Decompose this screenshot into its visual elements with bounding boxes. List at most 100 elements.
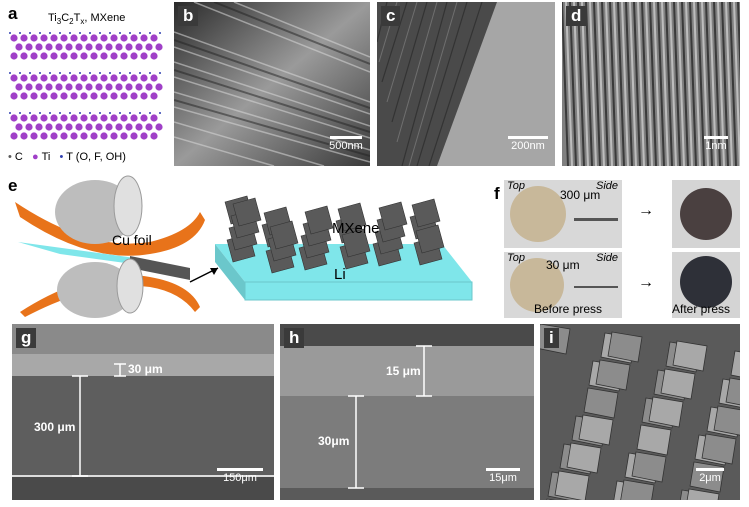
ti-atom xyxy=(10,92,18,100)
legend-t-label: T (O, F, OH) xyxy=(66,151,126,163)
ti-atom xyxy=(45,83,53,91)
ti-atom xyxy=(130,34,138,42)
panel-h: h 15 μm 30μm 15μm xyxy=(280,324,534,500)
lattice-fringe xyxy=(589,2,597,166)
after-press-label: After press xyxy=(672,302,731,316)
lattice-fringe xyxy=(685,2,693,166)
ti-atom xyxy=(50,52,58,60)
surface-flake xyxy=(730,350,740,378)
mxene-flake xyxy=(269,220,299,250)
termination-atom xyxy=(9,112,11,114)
ti-atom xyxy=(115,83,123,91)
termination-atom xyxy=(89,32,91,34)
termination-atom xyxy=(159,32,161,34)
termination-atom xyxy=(39,32,41,34)
panel-i: i 2μm xyxy=(540,324,740,500)
lattice-fringe xyxy=(562,2,569,166)
ti-atom xyxy=(105,83,113,91)
scale-bar-h: 15μm xyxy=(480,468,526,484)
ti-atom xyxy=(25,43,33,51)
lattice-fringe xyxy=(625,2,633,166)
lattice-fringe xyxy=(669,2,677,166)
mxene-flake xyxy=(337,202,367,232)
lattice-fringe xyxy=(693,2,701,166)
termination-atom xyxy=(49,112,51,114)
ti-atom xyxy=(20,92,28,100)
ti-atom xyxy=(90,34,98,42)
ti-atom xyxy=(60,74,68,82)
surface-flake xyxy=(648,396,684,428)
lattice-fringe xyxy=(653,2,661,166)
ti-atom xyxy=(140,132,148,140)
photo-after-thin: After press xyxy=(672,252,740,318)
ti-atom xyxy=(155,43,163,51)
lattice-fringe xyxy=(641,2,649,166)
dimension-arrows-g xyxy=(72,363,126,477)
ti-atom xyxy=(30,92,38,100)
termination-atom xyxy=(149,32,151,34)
mxene-flake xyxy=(304,205,334,235)
ti-atom xyxy=(70,132,78,140)
sem-cross-section-h xyxy=(280,324,534,500)
panel-d: d 1nm xyxy=(562,2,740,166)
termination-atom xyxy=(139,112,141,114)
ti-atom xyxy=(95,83,103,91)
termination-atom xyxy=(9,72,11,74)
ti-atom xyxy=(50,114,58,122)
surface-flake xyxy=(660,368,696,400)
photo-after-thick xyxy=(672,180,740,248)
ti-atom xyxy=(125,123,133,131)
lattice-fringe xyxy=(677,2,685,166)
ti-atom xyxy=(60,132,68,140)
ti-atom xyxy=(120,92,128,100)
ti-atom xyxy=(140,92,148,100)
termination-atom xyxy=(109,112,111,114)
ti-atom xyxy=(65,43,73,51)
ti-atom xyxy=(30,52,38,60)
li-disc-top-2 xyxy=(510,258,564,312)
termination-atom xyxy=(89,112,91,114)
ti-atom xyxy=(30,114,38,122)
termination-atom xyxy=(29,72,31,74)
ti-atom xyxy=(150,74,158,82)
ti-atom xyxy=(100,34,108,42)
side-label-2: Side xyxy=(596,252,619,264)
termination-atom xyxy=(19,32,21,34)
ti-atom xyxy=(35,123,43,131)
panel-g-label: g xyxy=(16,328,37,348)
ti-atom xyxy=(90,92,98,100)
ti-atom xyxy=(30,74,38,82)
legend-c-label: C xyxy=(14,151,23,163)
thickness-label-2: 30 μm xyxy=(546,258,580,272)
ti-atom xyxy=(100,52,108,60)
termination-atom xyxy=(39,112,41,114)
ti-atom xyxy=(20,132,28,140)
ti-atom xyxy=(150,114,158,122)
ti-atom xyxy=(140,52,148,60)
ti-atom xyxy=(45,43,53,51)
lattice-fringe xyxy=(733,2,740,166)
surface-flake xyxy=(583,387,619,419)
ti-atom xyxy=(130,114,138,122)
ti-atom xyxy=(130,132,138,140)
lattice-fringe xyxy=(725,2,733,166)
ti-atom xyxy=(100,92,108,100)
ti-atom xyxy=(155,83,163,91)
ti-atom xyxy=(125,83,133,91)
ti-atom xyxy=(35,83,43,91)
ti-atom xyxy=(155,123,163,131)
ti-atom xyxy=(125,43,133,51)
ti-atom xyxy=(40,74,48,82)
photo-before-thick: Top Side 300 μm xyxy=(504,180,622,248)
ti-atom xyxy=(20,114,28,122)
surface-flake xyxy=(607,331,643,363)
ti-atom xyxy=(145,83,153,91)
termination-atom xyxy=(49,32,51,34)
legend-ti-symbol: ● xyxy=(32,151,39,163)
ti-atom xyxy=(50,132,58,140)
ti-atom xyxy=(135,83,143,91)
ti-atom xyxy=(115,123,123,131)
termination-atom xyxy=(19,72,21,74)
ti-atom xyxy=(70,114,78,122)
lattice-fringe xyxy=(605,2,613,166)
